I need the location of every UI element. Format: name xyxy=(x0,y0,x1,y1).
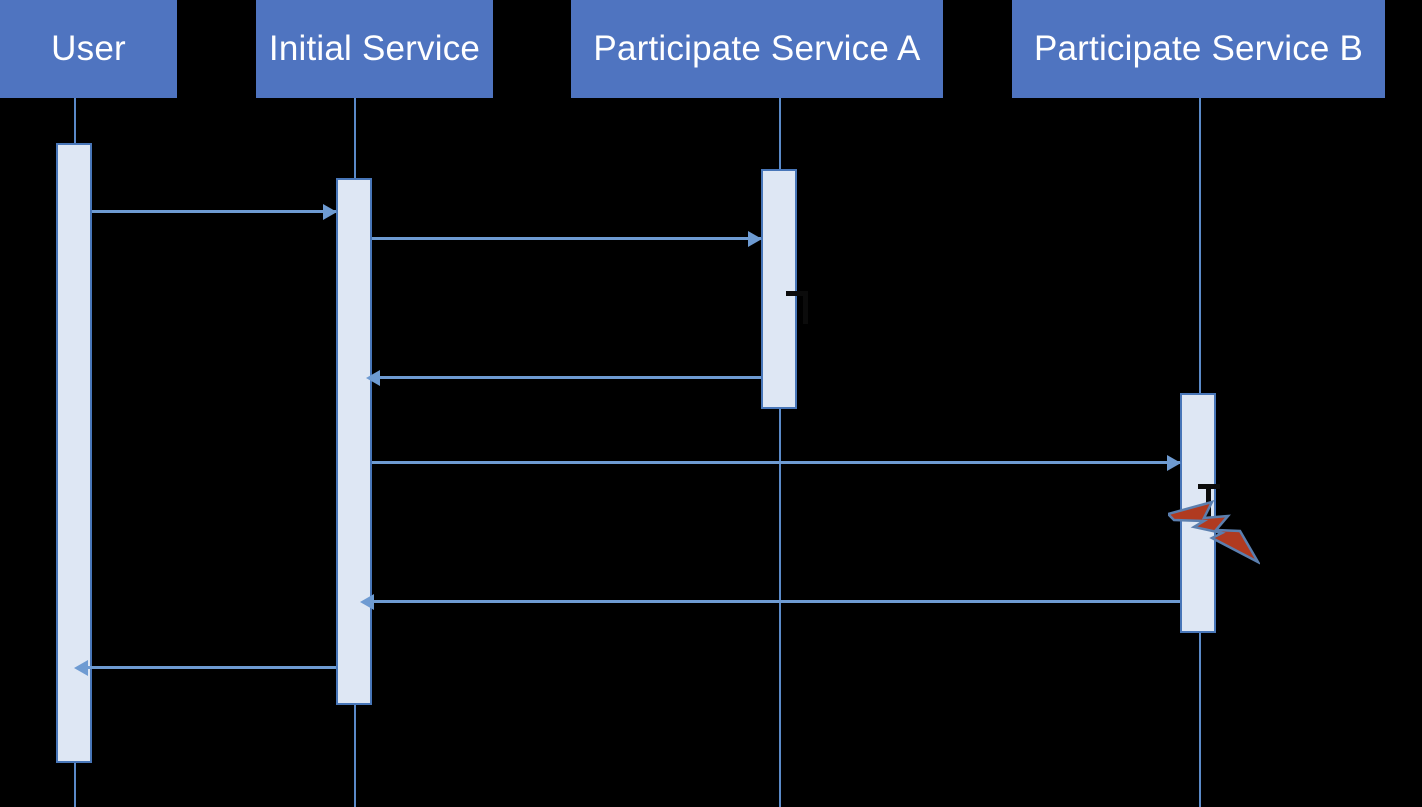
message-arrowhead-service-b-to-initial-service xyxy=(360,594,374,610)
participant-box-initial-service[interactable]: Initial Service xyxy=(256,0,493,98)
message-arrowhead-user-to-initial-service xyxy=(323,204,337,220)
message-line-initial-service-to-user[interactable] xyxy=(80,666,336,669)
message-line-initial-service-to-service-b[interactable] xyxy=(372,461,1180,464)
message-arrowhead-service-a-to-initial-service xyxy=(366,370,380,386)
participant-label-participate-service-a: Participate Service A xyxy=(593,29,921,68)
activation-bar-initial-service[interactable] xyxy=(336,178,372,705)
self-call-drop-service-a xyxy=(803,291,808,324)
participant-label-participate-service-b: Participate Service B xyxy=(1033,29,1364,68)
self-call-stub-service-a xyxy=(786,291,808,296)
activation-bar-participate-service-a[interactable] xyxy=(761,169,797,409)
message-line-user-to-initial-service[interactable] xyxy=(92,210,336,213)
participant-box-user[interactable]: User xyxy=(0,0,177,98)
message-line-initial-service-to-service-a[interactable] xyxy=(372,237,761,240)
participant-label-user: User xyxy=(51,29,126,68)
message-line-service-a-to-initial-service[interactable] xyxy=(372,376,761,379)
message-arrowhead-initial-service-to-user xyxy=(74,660,88,676)
failure-bolt-icon[interactable] xyxy=(1165,500,1262,566)
lifeline-participate-service-a xyxy=(779,98,781,807)
message-arrowhead-initial-service-to-service-b xyxy=(1167,455,1181,471)
lightning-bolt-svg xyxy=(1165,500,1262,566)
message-line-service-b-to-initial-service[interactable] xyxy=(366,600,1180,603)
self-call-drop-service-b xyxy=(1206,484,1211,517)
participant-box-participate-service-b[interactable]: Participate Service B xyxy=(1012,0,1385,98)
message-arrowhead-initial-service-to-service-a xyxy=(748,231,762,247)
self-call-marker-service-b[interactable] xyxy=(1198,484,1220,517)
participant-label-initial-service: Initial Service xyxy=(268,29,481,68)
activation-bar-user[interactable] xyxy=(56,143,92,763)
self-call-marker-service-a[interactable] xyxy=(786,291,808,324)
participant-box-participate-service-a[interactable]: Participate Service A xyxy=(571,0,943,98)
